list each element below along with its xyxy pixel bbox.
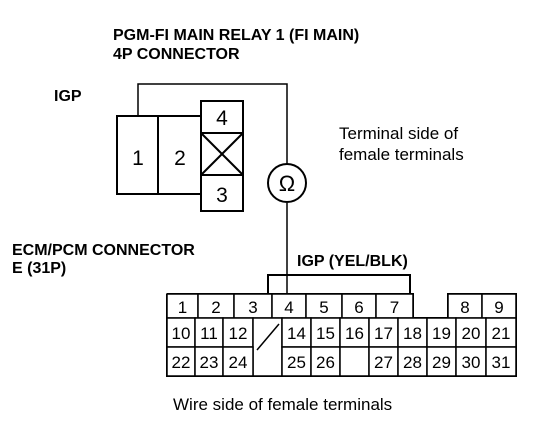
svg-text:18: 18 <box>403 324 422 343</box>
relay-pin-3: 3 <box>216 184 228 207</box>
svg-text:5: 5 <box>319 298 328 317</box>
ecm-pin-13-blank <box>252 317 283 377</box>
svg-text:10: 10 <box>172 324 191 343</box>
svg-text:6: 6 <box>354 298 363 317</box>
ecm-pin-11: 11 <box>194 317 224 348</box>
relay-title-line2: 4P CONNECTOR <box>113 46 240 63</box>
wire-side-note: Wire side of female terminals <box>173 395 392 414</box>
ecm-wire-label: IGP (YEL/BLK) <box>297 253 408 270</box>
svg-text:11: 11 <box>200 324 218 343</box>
svg-text:4: 4 <box>284 298 293 317</box>
relay-pin-3-cell <box>200 174 244 212</box>
ecm-row-3: 22 23 24 25 26 27 28 29 30 31 <box>166 346 517 377</box>
ecm-pin-16: 16 <box>339 317 370 348</box>
ecm-pin-14: 14 <box>281 317 312 348</box>
ecm-pin-6: 6 <box>341 293 377 319</box>
svg-text:24: 24 <box>229 353 248 372</box>
svg-text:2: 2 <box>211 298 220 317</box>
relay-pin-4: 4 <box>216 107 228 130</box>
svg-text:9: 9 <box>494 298 503 317</box>
svg-text:7: 7 <box>390 298 399 317</box>
ecm-pin-19: 19 <box>426 317 457 348</box>
svg-text:14: 14 <box>287 324 306 343</box>
ecm-pin-29: 29 <box>426 346 457 377</box>
relay-pin-2: 2 <box>174 147 186 170</box>
svg-text:3: 3 <box>248 298 257 317</box>
relay-igp-label: IGP <box>54 88 82 105</box>
svg-text:30: 30 <box>462 353 481 372</box>
ecm-pin-1: 1 <box>166 293 199 319</box>
relay-title-line1: PGM-FI MAIN RELAY 1 (FI MAIN) <box>113 27 359 44</box>
ecm-row-1: 1 2 3 4 5 6 7 8 9 <box>166 293 517 319</box>
ecm-pin-8: 8 <box>447 293 483 319</box>
svg-text:17: 17 <box>374 324 393 343</box>
svg-text:22: 22 <box>172 353 191 372</box>
ohm-symbol: Ω <box>279 171 295 196</box>
ecm-pin-5: 5 <box>305 293 343 319</box>
svg-text:20: 20 <box>462 324 481 343</box>
relay-pin-1: 1 <box>132 147 144 170</box>
ecm-pin-12: 12 <box>222 317 254 348</box>
terminal-note-line2: female terminals <box>339 145 464 164</box>
ecm-row-2: 10 11 12 14 15 16 17 18 19 20 21 <box>166 317 517 377</box>
relay-connector: 1 2 4 3 <box>116 100 244 212</box>
ecm-title-line1: ECM/PCM CONNECTOR <box>12 242 195 259</box>
ecm-pin-18: 18 <box>397 317 428 348</box>
svg-text:8: 8 <box>460 298 469 317</box>
ohmmeter: Ω <box>267 163 307 203</box>
relay-pin-4-cell <box>200 100 244 134</box>
svg-text:15: 15 <box>316 324 335 343</box>
terminal-note-line1: Terminal side of <box>339 124 458 143</box>
svg-text:28: 28 <box>403 353 422 372</box>
svg-text:25: 25 <box>287 353 306 372</box>
ecm-pin-10: 10 <box>166 317 196 348</box>
ecm-pin-17: 17 <box>368 317 399 348</box>
ecm-pin-27: 27 <box>368 346 399 377</box>
ecm-pin-26: 26 <box>310 346 341 377</box>
ecm-pin-21: 21 <box>485 317 517 348</box>
ecm-pin-25: 25 <box>281 346 312 377</box>
ecm-pin-31: 31 <box>485 346 517 377</box>
ecm-pin-7: 7 <box>375 293 414 319</box>
ecm-pin-24: 24 <box>222 346 254 377</box>
svg-text:19: 19 <box>432 324 451 343</box>
ecm-connector-tab <box>267 274 411 294</box>
ecm-pin-22: 22 <box>166 346 196 377</box>
ecm-pin-4: 4 <box>271 293 307 319</box>
svg-text:16: 16 <box>345 324 364 343</box>
ecm-pin-20: 20 <box>455 317 487 348</box>
ecm-pin-blank-row3 <box>339 346 370 377</box>
ecm-title-line2: E (31P) <box>12 260 66 277</box>
probe-wire <box>137 83 288 164</box>
ecm-pin-9: 9 <box>481 293 517 319</box>
ecm-pin-30: 30 <box>455 346 487 377</box>
svg-text:29: 29 <box>432 353 451 372</box>
svg-text:27: 27 <box>374 353 393 372</box>
svg-text:23: 23 <box>200 353 219 372</box>
svg-text:1: 1 <box>178 298 187 317</box>
ecm-pin-23: 23 <box>194 346 224 377</box>
svg-text:31: 31 <box>492 353 511 372</box>
ecm-pin-2: 2 <box>197 293 235 319</box>
ecm-pin-3: 3 <box>233 293 273 319</box>
svg-text:21: 21 <box>492 324 511 343</box>
ecm-pin-28: 28 <box>397 346 428 377</box>
ecm-pin-15: 15 <box>310 317 341 348</box>
svg-text:26: 26 <box>316 353 335 372</box>
ohm-meter-circle <box>267 163 307 203</box>
svg-text:12: 12 <box>229 324 248 343</box>
